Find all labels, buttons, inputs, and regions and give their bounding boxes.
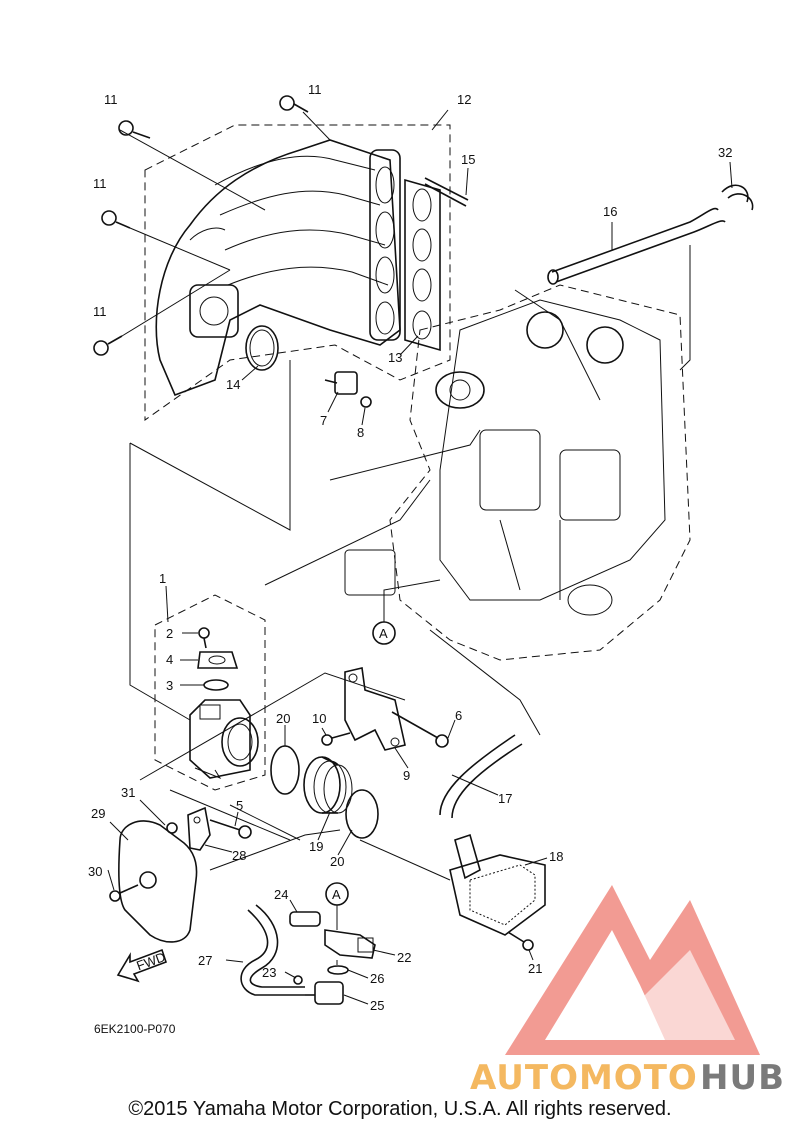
callout-25: 25 [370, 998, 384, 1013]
callout-14: 14 [226, 377, 240, 392]
union-25 [305, 981, 344, 1005]
sensor-7 [324, 371, 358, 395]
callout-20-a: 20 [276, 711, 290, 726]
callout-7: 7 [320, 413, 327, 428]
bolt-11-d [93, 335, 123, 356]
callout-30: 30 [88, 864, 102, 879]
callout-10: 10 [312, 711, 326, 726]
callout-31: 31 [121, 785, 135, 800]
callout-6: 6 [455, 708, 462, 723]
cover-29 [118, 820, 198, 943]
callout-15: 15 [461, 152, 475, 167]
bolt-11-c [101, 210, 131, 229]
bolt-11-a [118, 120, 151, 139]
bolt-10 [321, 732, 351, 746]
callout-16: 16 [603, 204, 617, 219]
bolt-30 [109, 884, 139, 902]
engine-block [344, 284, 691, 661]
callout-23: 23 [262, 965, 276, 980]
intake-manifold-group-box [144, 124, 451, 421]
callout-26: 26 [370, 971, 384, 986]
intake-silencer-18 [449, 833, 546, 936]
throttle-body-group-box [154, 594, 266, 791]
bolt-11-b [279, 95, 309, 113]
hose-27 [240, 904, 305, 996]
callout-18: 18 [549, 849, 563, 864]
clamp-20-b [345, 789, 379, 839]
fwd-direction-arrow [116, 948, 168, 983]
callout-5: 5 [236, 798, 243, 813]
ref-mark-a-1: A [379, 626, 388, 641]
sensor-4 [197, 651, 239, 669]
o-ring-3 [203, 679, 229, 691]
callout-13: 13 [388, 350, 402, 365]
callout-9: 9 [403, 768, 410, 783]
leader-lines [107, 109, 733, 1005]
fitting-24 [289, 911, 321, 927]
callout-32: 32 [718, 145, 732, 160]
callout-11-a: 11 [104, 92, 118, 107]
ref-mark-a-2: A [332, 887, 341, 902]
callout-3: 3 [166, 678, 173, 693]
callout-29: 29 [91, 806, 105, 821]
bracket-9 [344, 667, 406, 751]
callout-4: 4 [166, 652, 173, 667]
watermark-text-automoto: AUTOMOTO [470, 1058, 698, 1098]
callout-11-c: 11 [93, 176, 107, 191]
callout-21: 21 [528, 961, 542, 976]
callout-11-b: 11 [308, 82, 322, 97]
fwd-label: FWD [134, 949, 167, 973]
bracket-28 [187, 806, 211, 851]
callout-28: 28 [232, 848, 246, 863]
copyright-notice: ©2015 Yamaha Motor Corporation, U.S.A. A… [128, 1098, 672, 1120]
callout-2: 2 [166, 626, 173, 641]
clip-32 [721, 184, 754, 211]
clamp-20-a [270, 745, 300, 795]
callout-8: 8 [357, 425, 364, 440]
callout-22: 22 [397, 950, 411, 965]
screw-23 [293, 975, 303, 985]
intake-manifold [155, 139, 401, 397]
callout-1: 1 [159, 571, 166, 586]
watermark-text-hub: HUB [700, 1058, 785, 1098]
callout-11-d: 11 [93, 304, 107, 319]
o-ring-14 [245, 325, 279, 371]
manifold-gasket [404, 178, 441, 352]
screw-2 [198, 627, 210, 649]
bolt-21 [507, 931, 534, 951]
bolt-5 [209, 819, 252, 839]
diagram-code: 6EK2100-P070 [94, 1022, 176, 1036]
callout-27: 27 [198, 953, 212, 968]
callout-19: 19 [309, 839, 323, 854]
intake-joint-19 [303, 756, 353, 814]
throttle-body [189, 699, 259, 780]
hose-16 [547, 207, 726, 285]
callout-20-b: 20 [330, 854, 344, 869]
valve-22 [324, 929, 376, 959]
callout-17: 17 [498, 791, 512, 806]
gasket-26 [327, 965, 349, 975]
screw-8 [360, 396, 372, 408]
watermark-logo [505, 885, 760, 1055]
callout-24: 24 [274, 887, 288, 902]
callout-12: 12 [457, 92, 471, 107]
bolt-6 [391, 711, 449, 748]
dowel-pin-15 [424, 177, 469, 207]
